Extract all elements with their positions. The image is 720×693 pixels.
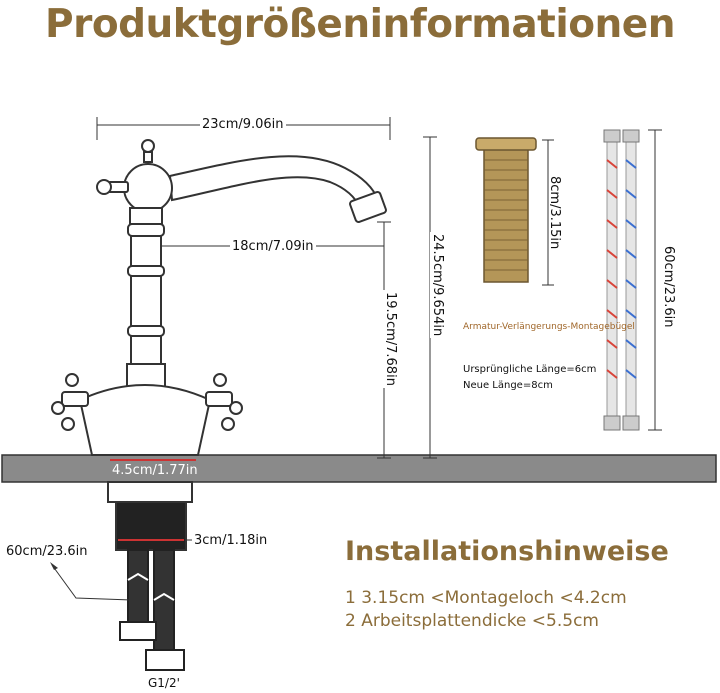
countertop xyxy=(1,454,717,483)
mounting-thread xyxy=(107,481,193,551)
original-length-text: Ursprüngliche Länge=6cm xyxy=(463,364,597,375)
new-length-text: Neue Länge=8cm xyxy=(463,380,553,391)
connector-label: G1/2' xyxy=(148,676,180,690)
installation-title: Installationshinweise xyxy=(345,536,669,567)
extension-bracket xyxy=(475,137,537,283)
installation-line-1: 1 3.15cm <Montageloch <4.2cm xyxy=(345,588,627,608)
hose-length-left-label: 60cm/23.6in xyxy=(6,544,88,559)
page-title: Produktgrößeninformationen xyxy=(45,2,675,47)
total-height-label: 24.5cm/9.654in xyxy=(430,232,445,339)
spout-height-label: 19.5cm/7.68in xyxy=(383,290,398,388)
supply-hoses xyxy=(119,549,185,671)
arrow-icon xyxy=(50,562,58,570)
extension-caption: Armatur-Verlängerungs-Montagebügel xyxy=(463,322,635,332)
base-diameter-label: 4.5cm/1.77in xyxy=(112,463,198,478)
installation-line-2: 2 Arbeitsplattendicke <5.5cm xyxy=(345,611,599,631)
hose-length-label: 60cm/23.6in xyxy=(661,246,676,328)
extension-length-label: 8cm/3.15in xyxy=(547,176,562,250)
spout-reach-label: 18cm/7.09in xyxy=(230,239,316,254)
thread-length-label: 3cm/1.18in xyxy=(194,533,268,548)
faucet xyxy=(51,139,387,456)
braided-hoses xyxy=(603,129,640,431)
width-total-label: 23cm/9.06in xyxy=(200,117,286,132)
